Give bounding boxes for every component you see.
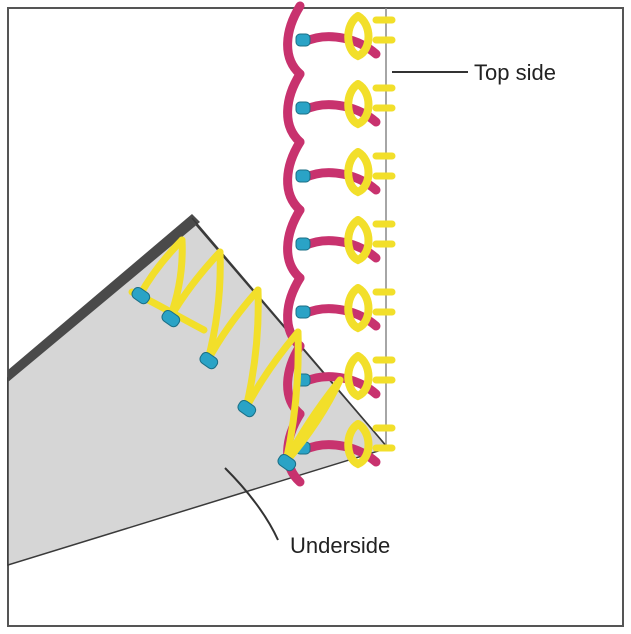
yellow-zigzag-down <box>282 376 344 466</box>
blue-needle-tick <box>295 169 311 183</box>
yellow-looper-thread-underside <box>128 236 344 466</box>
yellow-zigzag-up <box>204 286 262 364</box>
pink-loop-left <box>283 1 305 79</box>
underside-label: Underside <box>290 533 390 558</box>
pink-loop-cross <box>299 304 381 331</box>
yellow-chain-link <box>344 352 373 401</box>
pink-loop-cross <box>299 440 381 467</box>
yellow-chain-link <box>344 284 373 333</box>
pink-loop-cross <box>299 168 381 195</box>
yellow-zigzag-up <box>242 328 302 412</box>
blue-needle-tick <box>295 305 311 319</box>
yellow-chain-link <box>344 12 373 61</box>
blue-needle-thread-underside <box>131 286 297 472</box>
pink-loop-cross <box>299 372 381 399</box>
blue-needle-tick <box>295 33 311 47</box>
yellow-chain-link <box>344 216 373 265</box>
blue-underside-tick <box>277 453 297 472</box>
yellow-zigzag-down <box>242 286 262 412</box>
pink-loop-left <box>283 69 305 147</box>
blue-underside-tick <box>237 399 257 418</box>
yellow-chain-link <box>344 80 373 129</box>
yellow-chain-link <box>344 420 373 469</box>
blue-underside-tick <box>161 309 181 328</box>
blue-needle-tick <box>295 101 311 115</box>
underside-leader <box>224 467 279 541</box>
yellow-chain-link <box>344 148 373 197</box>
yellow-thread-stubs <box>372 16 396 452</box>
blue-underside-tick <box>131 286 151 305</box>
pink-loop-cross <box>299 32 381 59</box>
blue-underside-tick <box>199 351 219 370</box>
pink-loop-left <box>283 205 305 283</box>
yellow-zigzag-down <box>282 328 302 466</box>
pink-loop-cross <box>299 236 381 263</box>
pink-loop-left <box>283 137 305 215</box>
pink-loop-cross <box>299 100 381 127</box>
yellow-looper-thread-top <box>344 12 373 469</box>
top-side-label: Top side <box>474 60 556 85</box>
blue-needle-tick <box>295 237 311 251</box>
